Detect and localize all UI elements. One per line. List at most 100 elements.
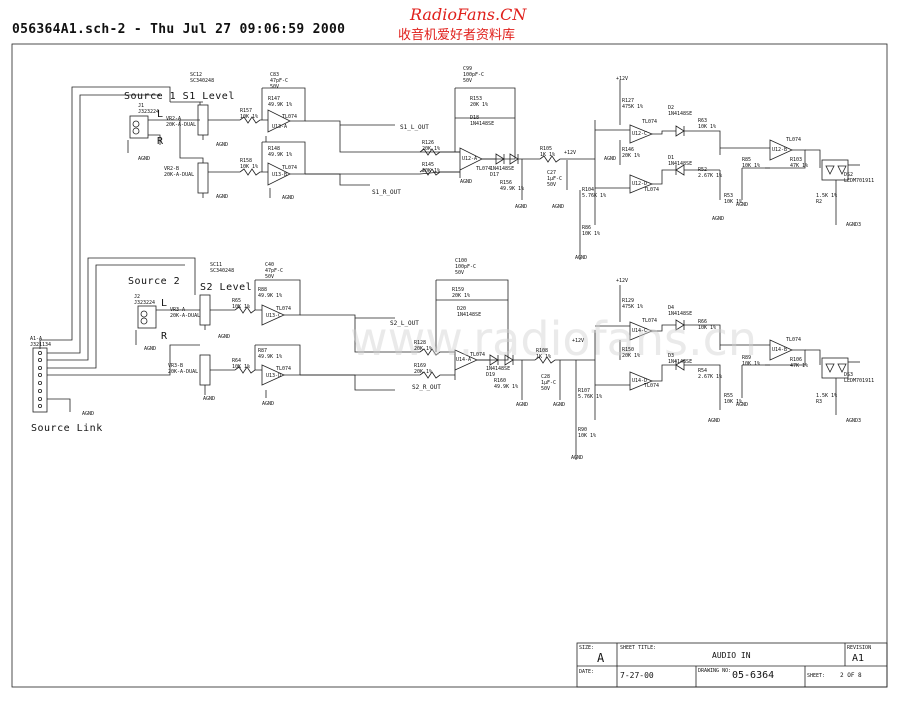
page-title: 056364A1.sch-2 - Thu Jul 27 09:06:59 200… [12, 22, 346, 37]
part-tl074-10: TL074 [642, 318, 658, 324]
part-c28: C28 1µF-C 50V [541, 374, 557, 392]
agnd3-label-1: AGND3 [846, 222, 862, 228]
part-r145: R145 20K 1% [422, 162, 441, 174]
tb-sheet-label: SHEET: [807, 673, 826, 679]
part-c40: C40 47pF-C 50V [265, 262, 284, 280]
agnd3-label-2: AGND3 [846, 418, 862, 424]
part-r90: R90 10K 1% [578, 427, 597, 439]
part-u12b: U12-B [772, 147, 788, 153]
part-r86: R86 10K 1% [582, 225, 601, 237]
agnd-label-5: AGND [460, 179, 473, 185]
part-u14c: U14-C [632, 328, 648, 334]
part-c83: C83 47pF-C 50V [270, 72, 289, 90]
part-r89: R89 10K 1% [742, 355, 761, 367]
channel-l2-label: L [161, 298, 168, 309]
net-label-s2-r-out: S2_R_OUT [412, 384, 441, 391]
part-r85: R85 10K 1% [742, 157, 761, 169]
tb-sheet-title-label: SHEET TITLE: [620, 645, 657, 651]
part-r160: R160 49.9K 1% [494, 378, 519, 390]
agnd-label-12: AGND [144, 346, 157, 352]
part-u14a: U14-A [456, 357, 472, 363]
part-d3: D3 1N4148SE [668, 353, 693, 365]
part-ds3: DS3 LEDM701911 [844, 372, 875, 384]
part-r169: R169 20K 1% [414, 363, 433, 375]
part-r65: R65 10K 1% [232, 298, 251, 310]
part-vr3b: VR3-B 20K-A-DUAL [168, 363, 199, 375]
part-r146: R146 20K 1% [622, 147, 641, 159]
part-r127: R127 475K 1% [622, 98, 644, 110]
source-link-label: Source Link [31, 423, 103, 434]
part-r148: R148 49.9K 1% [268, 146, 293, 158]
part-u14d: U14-D [632, 378, 648, 384]
part-r128: R128 20K 1% [414, 340, 433, 352]
agnd-label-1: AGND [138, 156, 151, 162]
part-r2: 1.5K 1% R2 [816, 193, 838, 205]
net-label-s1-r-out: S1_R_OUT [372, 189, 401, 196]
part-r3: 1.5K 1% R3 [816, 393, 838, 405]
part-d2: D2 1N4148SE [668, 105, 693, 117]
part-r104: R104 5.76K 1% [582, 187, 607, 199]
net-label-s1-l-out: S1_L_OUT [400, 124, 429, 131]
tb-sheet-title: AUDIO IN [712, 651, 751, 660]
part-r108: R108 1K 1% [536, 348, 552, 360]
part-tl074-2: TL074 [282, 165, 298, 171]
part-r129: R129 475K 1% [622, 298, 644, 310]
part-r159: R159 20K 1% [452, 287, 471, 299]
page-frame [11, 43, 888, 688]
part-vr2b: VR2-B 20K-A-DUAL [164, 166, 195, 178]
agnd-label-17: AGND [516, 402, 529, 408]
agnd-label-19: AGND [571, 455, 584, 461]
part-r87: R87 49.9K 1% [258, 348, 283, 360]
tb-size-value: A [597, 651, 605, 665]
center-watermark: www.radiofans.cn [350, 312, 758, 366]
agnd-label-14: AGND [203, 396, 216, 402]
part-tl074-6: TL074 [786, 137, 802, 143]
part-u12c: U12-C [632, 131, 648, 137]
agnd-label-20: AGND [708, 418, 721, 424]
part-r107: R107 5.76K 1% [578, 388, 603, 400]
part-r156: R156 49.9K 1% [500, 180, 525, 192]
part-r88: R88 49.9K 1% [258, 287, 283, 299]
agnd-label-13: AGND [218, 334, 231, 340]
tb-sheet: 2 OF 8 [840, 672, 862, 679]
part-d18: D18 1N4148SE [470, 115, 495, 127]
tb-drawing-no-label: DRAWING NO: [698, 668, 732, 674]
part-r158: R158 10K 1% [240, 158, 259, 170]
agnd-label-18: AGND [553, 402, 566, 408]
agnd-label-15: AGND [262, 401, 275, 407]
part-r150: R150 20K 1% [622, 347, 641, 359]
part-tl074-12: TL074 [786, 337, 802, 343]
part-j1: J1 J323224 [138, 103, 160, 115]
part-u13a: U13-A [272, 124, 288, 130]
part-r157: R157 10K 1% [240, 108, 259, 120]
part-u12d: U12-D [632, 181, 648, 187]
part-d20: D20 1N4148SE [457, 306, 482, 318]
part-j2: J2 J323224 [134, 294, 156, 306]
part-r153: R153 20K 1% [470, 96, 489, 108]
agnd-label-10: AGND [712, 216, 725, 222]
part-r106: R106 47K 1% [790, 357, 809, 369]
part-sc11: SC11 SC340248 [210, 262, 235, 274]
part-r63: R63 10K 1% [698, 118, 717, 130]
channel-l1-label: L [157, 109, 164, 120]
tb-date: 7-27-00 [620, 671, 654, 680]
part-u14b: U14-B [772, 347, 788, 353]
tb-revision-label: REVISION [847, 645, 872, 651]
source1-level-label: Source 1 S1 Level [124, 91, 235, 102]
watermark-cn-text: 收音机爱好者资料库 [398, 28, 516, 43]
part-vr2a: VR2-A 20K-A-DUAL [166, 116, 197, 128]
part-d1: D1 1N4148SE [668, 155, 693, 167]
part-a1: A1-A J321134 [30, 336, 52, 348]
agnd-label-21: AGND [736, 402, 749, 408]
part-r55: R55 10K 1% [724, 393, 743, 405]
agnd-label-16: AGND [82, 411, 95, 417]
part-u13c: U13-C [266, 313, 282, 319]
part-tl074-11: TL074 [644, 383, 660, 389]
part-tl074-5: TL074 [644, 187, 660, 193]
part-u12a: U12-A [462, 156, 478, 162]
agnd-label-11: AGND [736, 202, 749, 208]
part-d19: 1N4148SE D19 [486, 366, 511, 378]
tb-drawing-no: 05-6364 [732, 670, 775, 681]
part-u13b: U13-B [272, 172, 288, 178]
